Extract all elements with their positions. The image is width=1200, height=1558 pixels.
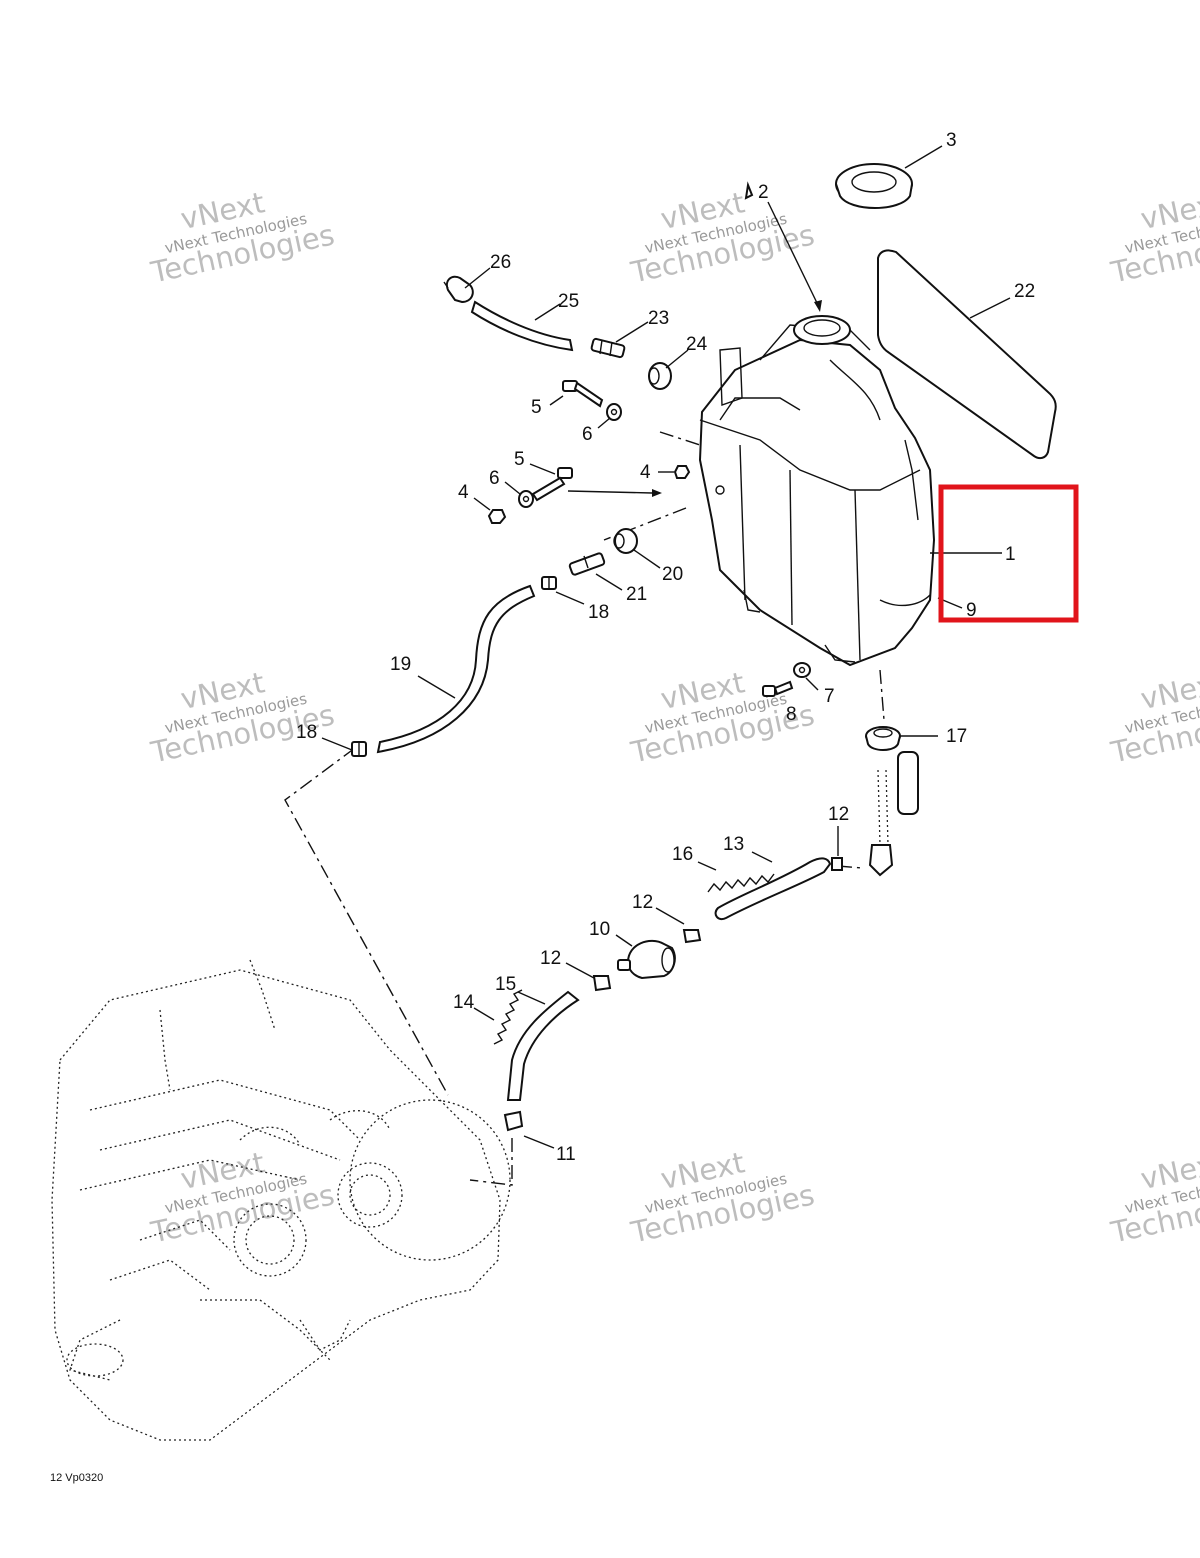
part-4-nut-lower[interactable] bbox=[487, 509, 507, 524]
part-12-clamp-left[interactable] bbox=[592, 975, 612, 992]
engine-block bbox=[51, 959, 511, 1441]
part-17-cap[interactable] bbox=[865, 726, 901, 751]
callout-6-upper[interactable]: 6 bbox=[582, 424, 593, 445]
leader-2-head bbox=[814, 300, 822, 312]
part-13-hose[interactable] bbox=[714, 857, 832, 920]
callout-21[interactable]: 21 bbox=[626, 584, 647, 605]
part-8-bolt[interactable] bbox=[762, 680, 794, 697]
callout-24[interactable]: 24 bbox=[686, 334, 708, 355]
callout-22[interactable]: 22 bbox=[1014, 281, 1035, 302]
arrow-mount-head bbox=[652, 489, 662, 497]
callout-5-upper[interactable]: 5 bbox=[531, 397, 542, 418]
callout-16[interactable]: 16 bbox=[672, 844, 693, 865]
callout-2[interactable]: 2 bbox=[758, 182, 769, 203]
part-5-bolt-upper[interactable] bbox=[562, 380, 604, 408]
part-20-grommet[interactable] bbox=[613, 528, 638, 554]
part-pickup-filter bbox=[868, 751, 919, 877]
part-19-hose[interactable] bbox=[376, 584, 536, 754]
part-16-spring[interactable] bbox=[707, 873, 775, 893]
callout-8[interactable]: 8 bbox=[786, 704, 797, 725]
callout-5-lower[interactable]: 5 bbox=[514, 449, 525, 470]
callout-9[interactable]: 9 bbox=[966, 600, 977, 621]
part-22-panel[interactable] bbox=[877, 249, 1057, 460]
callout-10[interactable]: 10 bbox=[589, 919, 610, 940]
part-18-clamp-lower[interactable] bbox=[351, 741, 367, 757]
callout-4-upper[interactable]: 4 bbox=[640, 462, 651, 483]
callout-18-upper[interactable]: 18 bbox=[588, 602, 609, 623]
highlight-box-part-1 bbox=[938, 484, 1079, 623]
part-14-spring[interactable] bbox=[493, 989, 523, 1045]
callout-7[interactable]: 7 bbox=[824, 686, 835, 707]
callout-11[interactable]: 11 bbox=[556, 1144, 576, 1165]
callout-12-left[interactable]: 12 bbox=[540, 948, 561, 969]
callout-15[interactable]: 15 bbox=[495, 974, 516, 995]
part-6-washer-upper[interactable] bbox=[606, 403, 622, 421]
callout-13[interactable]: 13 bbox=[723, 834, 744, 855]
part-24-grommet[interactable] bbox=[648, 362, 672, 390]
part-4-nut-upper[interactable] bbox=[673, 465, 691, 479]
callout-18-lower[interactable]: 18 bbox=[296, 722, 317, 743]
diagram-reference-code: 12 Vp0320 bbox=[50, 1472, 103, 1484]
callout-12-right[interactable]: 12 bbox=[828, 804, 849, 825]
part-7-washer[interactable] bbox=[793, 662, 811, 678]
part-10-filter[interactable] bbox=[617, 939, 676, 980]
callout-17[interactable]: 17 bbox=[946, 726, 967, 747]
part-12-clamp-mid[interactable] bbox=[682, 929, 702, 944]
callout-20[interactable]: 20 bbox=[662, 564, 683, 585]
part-11-fitting[interactable] bbox=[503, 1110, 524, 1132]
callout-4-lower[interactable]: 4 bbox=[458, 482, 469, 503]
callout-3[interactable]: 3 bbox=[946, 130, 957, 151]
part-1-tank[interactable] bbox=[698, 315, 936, 667]
callout-19[interactable]: 19 bbox=[390, 654, 411, 675]
part-21-connector[interactable] bbox=[568, 552, 606, 576]
leader-2 bbox=[767, 201, 819, 306]
part-3-cap[interactable] bbox=[835, 163, 913, 209]
callout-1[interactable]: 1 bbox=[1005, 544, 1016, 565]
callout-23[interactable]: 23 bbox=[648, 308, 669, 329]
part-12-clamp-right[interactable] bbox=[831, 857, 843, 871]
part-2-screw[interactable] bbox=[744, 181, 754, 200]
callout-14[interactable]: 14 bbox=[453, 992, 475, 1013]
part-15-hose[interactable] bbox=[506, 990, 580, 1101]
arrow-mount bbox=[567, 490, 653, 494]
part-25-hose[interactable] bbox=[470, 300, 574, 352]
callout-labels: 1 2 3 4 4 5 5 6 6 7 8 9 10 11 12 12 12 1… bbox=[296, 130, 1035, 1165]
part-26-fitting[interactable] bbox=[443, 275, 474, 304]
watermark-group: vNext vNext Technologies Technologies vN… bbox=[147, 185, 1200, 1249]
part-6-washer-lower[interactable] bbox=[518, 490, 534, 508]
callout-25[interactable]: 25 bbox=[558, 291, 579, 312]
part-23-connector[interactable] bbox=[590, 337, 626, 359]
part-18-clamp-upper[interactable] bbox=[541, 576, 557, 590]
part-5-bolt-lower[interactable] bbox=[531, 467, 573, 502]
callout-26[interactable]: 26 bbox=[490, 252, 511, 273]
callout-6-lower[interactable]: 6 bbox=[489, 468, 500, 489]
callout-12-mid[interactable]: 12 bbox=[632, 892, 653, 913]
